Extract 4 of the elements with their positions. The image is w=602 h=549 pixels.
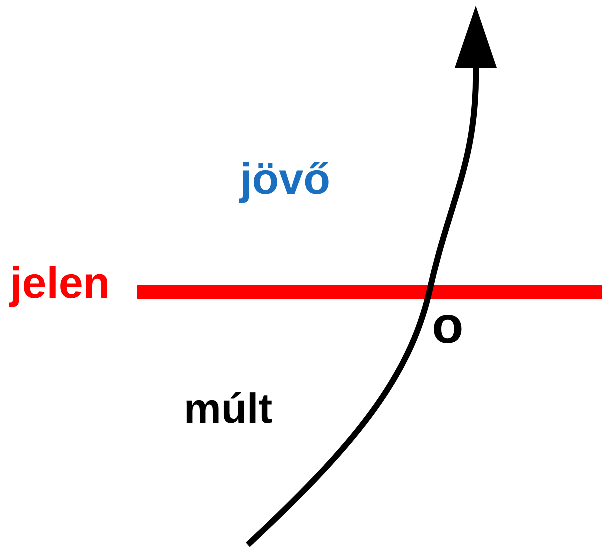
region-label: múlt	[184, 388, 273, 430]
point-label: o	[432, 300, 464, 352]
line-label: jelen	[10, 262, 110, 306]
region-label: jövő	[240, 158, 330, 202]
